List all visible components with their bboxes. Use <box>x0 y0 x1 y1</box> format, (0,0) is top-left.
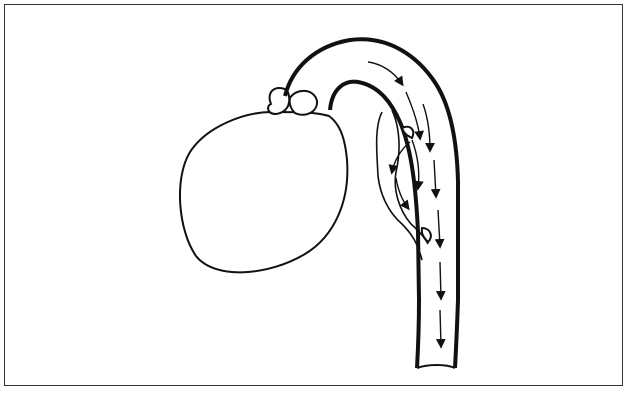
flow-arrow <box>438 210 440 246</box>
flow-arrow <box>434 160 436 196</box>
flow-arrow <box>368 62 402 84</box>
flow-arrow <box>396 178 408 208</box>
valve-flap-lower <box>422 228 431 242</box>
vessel-end <box>417 365 455 368</box>
heart-chamber <box>180 112 347 272</box>
aorta-inner-wall <box>330 82 419 368</box>
flow-arrow <box>440 262 441 298</box>
valve-lobes <box>268 88 317 115</box>
flow-arrow <box>423 104 430 150</box>
flow-arrow <box>440 310 441 346</box>
